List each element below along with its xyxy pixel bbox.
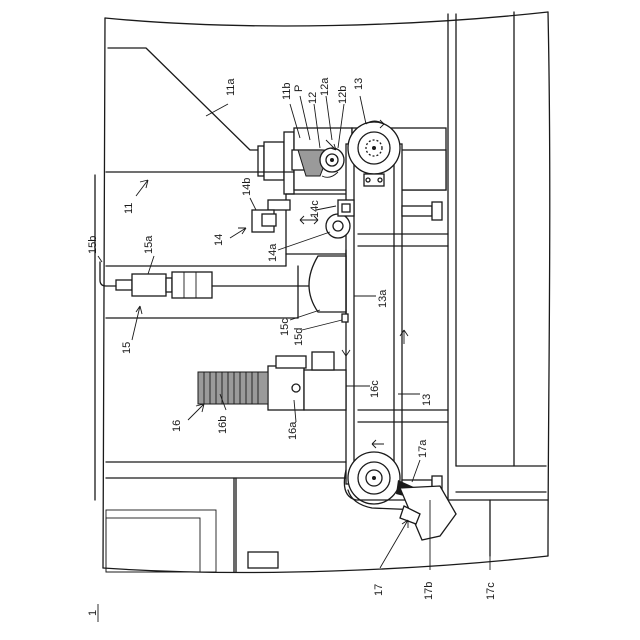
reference-numeral-1: 1 [87, 610, 99, 616]
label-14a: 14a [267, 243, 279, 262]
label-11: 11 [123, 203, 135, 214]
right-frame-rails [448, 12, 548, 556]
label-17: 17 [373, 584, 385, 596]
label-17c: 17c [485, 582, 497, 600]
label-17a: 17a [417, 439, 429, 458]
label-16: 16 [171, 420, 183, 432]
label-16b: 16b [217, 416, 229, 434]
label-16a: 16a [287, 421, 299, 440]
label-15b: 15b [87, 236, 99, 254]
actuator-16 [198, 352, 346, 410]
label-P: P [293, 85, 305, 92]
label-13a: 13a [377, 289, 389, 308]
unit-14 [252, 200, 354, 238]
dome-15c [309, 250, 350, 356]
label-17b: 17b [423, 582, 435, 600]
cylinder-15 [100, 262, 318, 298]
label-11b: 11b [281, 82, 293, 100]
roller-12b [320, 148, 344, 172]
label-14c: 14c [309, 200, 321, 218]
label-15c: 15c [279, 318, 291, 336]
label-12: 12 [307, 92, 319, 104]
label-14: 14 [213, 234, 225, 246]
label-15: 15 [121, 342, 133, 354]
label-14b: 14b [241, 178, 253, 196]
label-13-top: 13 [353, 78, 365, 90]
belt-conveyor-13 [346, 122, 402, 504]
label-12b: 12b [337, 86, 349, 104]
label-13-mid: 13 [421, 394, 433, 406]
label-15a: 15a [143, 235, 155, 254]
label-16c: 16c [369, 380, 381, 398]
label-12a: 12a [319, 77, 331, 96]
label-11a: 11a [225, 78, 237, 96]
label-15d: 15d [293, 328, 305, 346]
chute-17 [396, 480, 456, 540]
